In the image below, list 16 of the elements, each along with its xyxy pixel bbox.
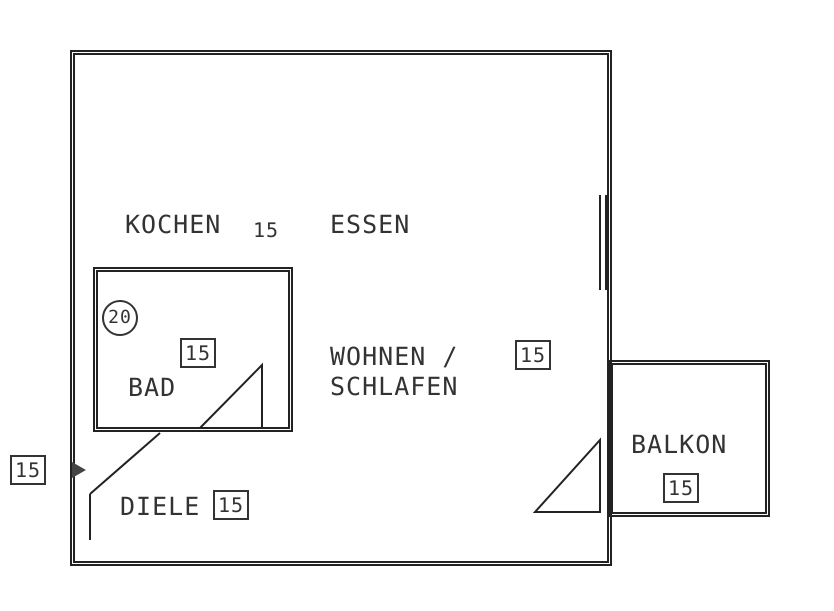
apartment-outline: [70, 50, 612, 566]
boxed-number: 15: [180, 338, 216, 368]
boxed-number: 15: [515, 340, 552, 370]
balcony-outline: [608, 360, 770, 517]
boxed-number: 15: [213, 490, 250, 520]
room-label: BALKON: [631, 430, 728, 460]
bathroom-outline: [93, 267, 293, 432]
circled-number: 20: [102, 300, 138, 336]
boxed-number: 15: [10, 455, 46, 485]
boxed-number: 15: [663, 473, 700, 503]
area-number: 15: [253, 217, 280, 244]
room-label: KOCHEN: [125, 210, 222, 240]
room-label: BAD: [128, 373, 176, 403]
room-label: DIELE: [120, 492, 200, 522]
room-label: WOHNEN / SCHLAFEN: [330, 342, 460, 402]
room-label: ESSEN: [330, 210, 410, 240]
